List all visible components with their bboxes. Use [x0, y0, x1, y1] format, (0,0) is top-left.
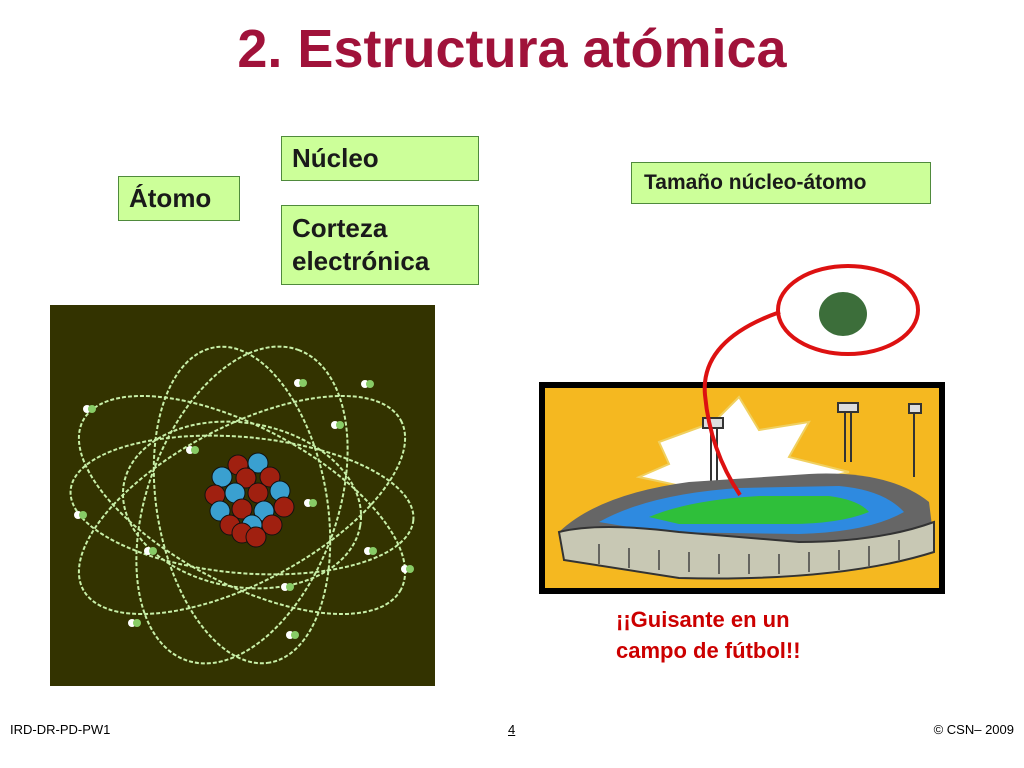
footer-copyright: © CSN– 2009	[933, 722, 1014, 737]
caption-line1: ¡¡Guisante en un	[616, 607, 790, 632]
nucleus-cluster	[204, 452, 295, 548]
label-corteza: Corteza electrónica	[281, 205, 479, 285]
slide-title: 2. Estructura atómica	[237, 19, 787, 79]
label-atomo-text: Átomo	[129, 183, 212, 213]
label-tamano-text: Tamaño núcleo-átomo	[644, 171, 867, 194]
caption-line2: campo de fútbol!!	[616, 638, 801, 663]
stadium-illustration	[539, 382, 945, 594]
highlight-circle	[776, 264, 920, 356]
footer-page-number: 4	[508, 722, 516, 737]
footer-code: IRD-DR-PD-PW1	[10, 722, 111, 737]
label-nucleo-text: Núcleo	[292, 143, 379, 173]
football-stadium-clipart	[539, 382, 945, 594]
label-nucleo: Núcleo	[281, 136, 479, 181]
label-corteza-line1: Corteza	[292, 213, 388, 243]
label-atomo: Átomo	[118, 176, 240, 221]
atom-model-illustration	[69, 345, 415, 665]
pea-dot	[819, 292, 867, 336]
stadium-caption: ¡¡Guisante en un campo de fútbol!!	[616, 604, 876, 666]
label-corteza-line2: electrónica	[292, 246, 430, 276]
atom-panel	[50, 305, 435, 686]
label-tamano: Tamaño núcleo-átomo	[631, 162, 931, 204]
